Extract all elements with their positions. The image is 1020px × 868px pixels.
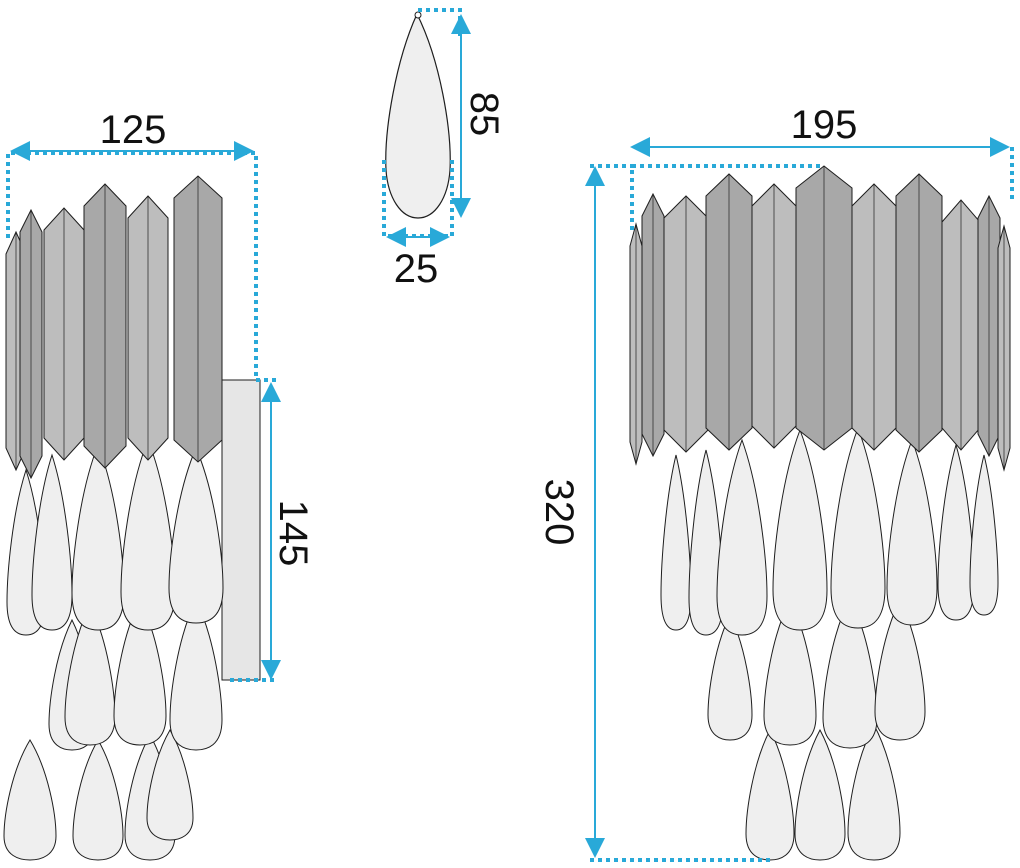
wall-width-label: 125 xyxy=(100,108,167,152)
crystal-drop-icon xyxy=(31,453,73,631)
crystal-drop-icon xyxy=(763,598,817,746)
dimension-lines xyxy=(6,8,1014,862)
crystal-drop-icon xyxy=(688,449,724,636)
crystal-drop-icon xyxy=(64,603,116,746)
crystal-drop-icon xyxy=(886,438,938,626)
crystal-drop-icon xyxy=(72,739,124,861)
crystal-drop-icon xyxy=(794,728,846,861)
crystal-drop-icon xyxy=(847,723,901,861)
crystal-drop-drawing xyxy=(385,11,451,219)
crystal-drop-icon xyxy=(716,438,768,636)
crystal-drop-icon xyxy=(745,728,795,861)
crystal-box-top xyxy=(418,8,462,40)
wall-lamp-slats xyxy=(5,175,223,480)
wall-plate-height-label: 145 xyxy=(271,500,315,567)
crystal-drop-icon xyxy=(874,598,926,741)
crystal-drop-icon xyxy=(830,426,886,629)
ceiling-lamp-drawing xyxy=(629,165,1011,861)
crystal-drop-icon xyxy=(660,454,692,631)
ceiling-lamp-slats xyxy=(629,165,1011,472)
crystal-drop-icon xyxy=(120,438,176,631)
crystal-drop-icon xyxy=(113,598,167,746)
wall-lamp-crystals xyxy=(3,438,224,861)
crystal-drop-icon xyxy=(937,443,975,621)
crystal-drop-icon xyxy=(146,729,194,841)
wall-mount-plate xyxy=(221,379,261,681)
crystal-drop-icon xyxy=(169,598,223,751)
crystal-hook-hole xyxy=(414,11,422,19)
crystal-drop-icon xyxy=(822,596,878,749)
crystal-drop-icon xyxy=(3,739,57,861)
crystal-drop-icon xyxy=(71,443,125,631)
crystal-height-label: 85 xyxy=(462,92,506,137)
wall-lamp-drawing xyxy=(3,175,261,861)
wall-width-extension xyxy=(6,151,258,380)
crystal-drop-icon xyxy=(969,454,999,616)
crystal-width-label: 25 xyxy=(394,247,439,291)
crystal-drop-icon xyxy=(772,428,828,631)
crystal-drop-icon xyxy=(707,613,753,741)
crystal-drop-icon xyxy=(168,446,224,624)
crystal-drop-icon xyxy=(385,12,451,219)
ceiling-height-label: 320 xyxy=(537,479,581,546)
ceiling-width-label: 195 xyxy=(791,103,858,147)
ceiling-lamp-crystals xyxy=(660,426,999,861)
